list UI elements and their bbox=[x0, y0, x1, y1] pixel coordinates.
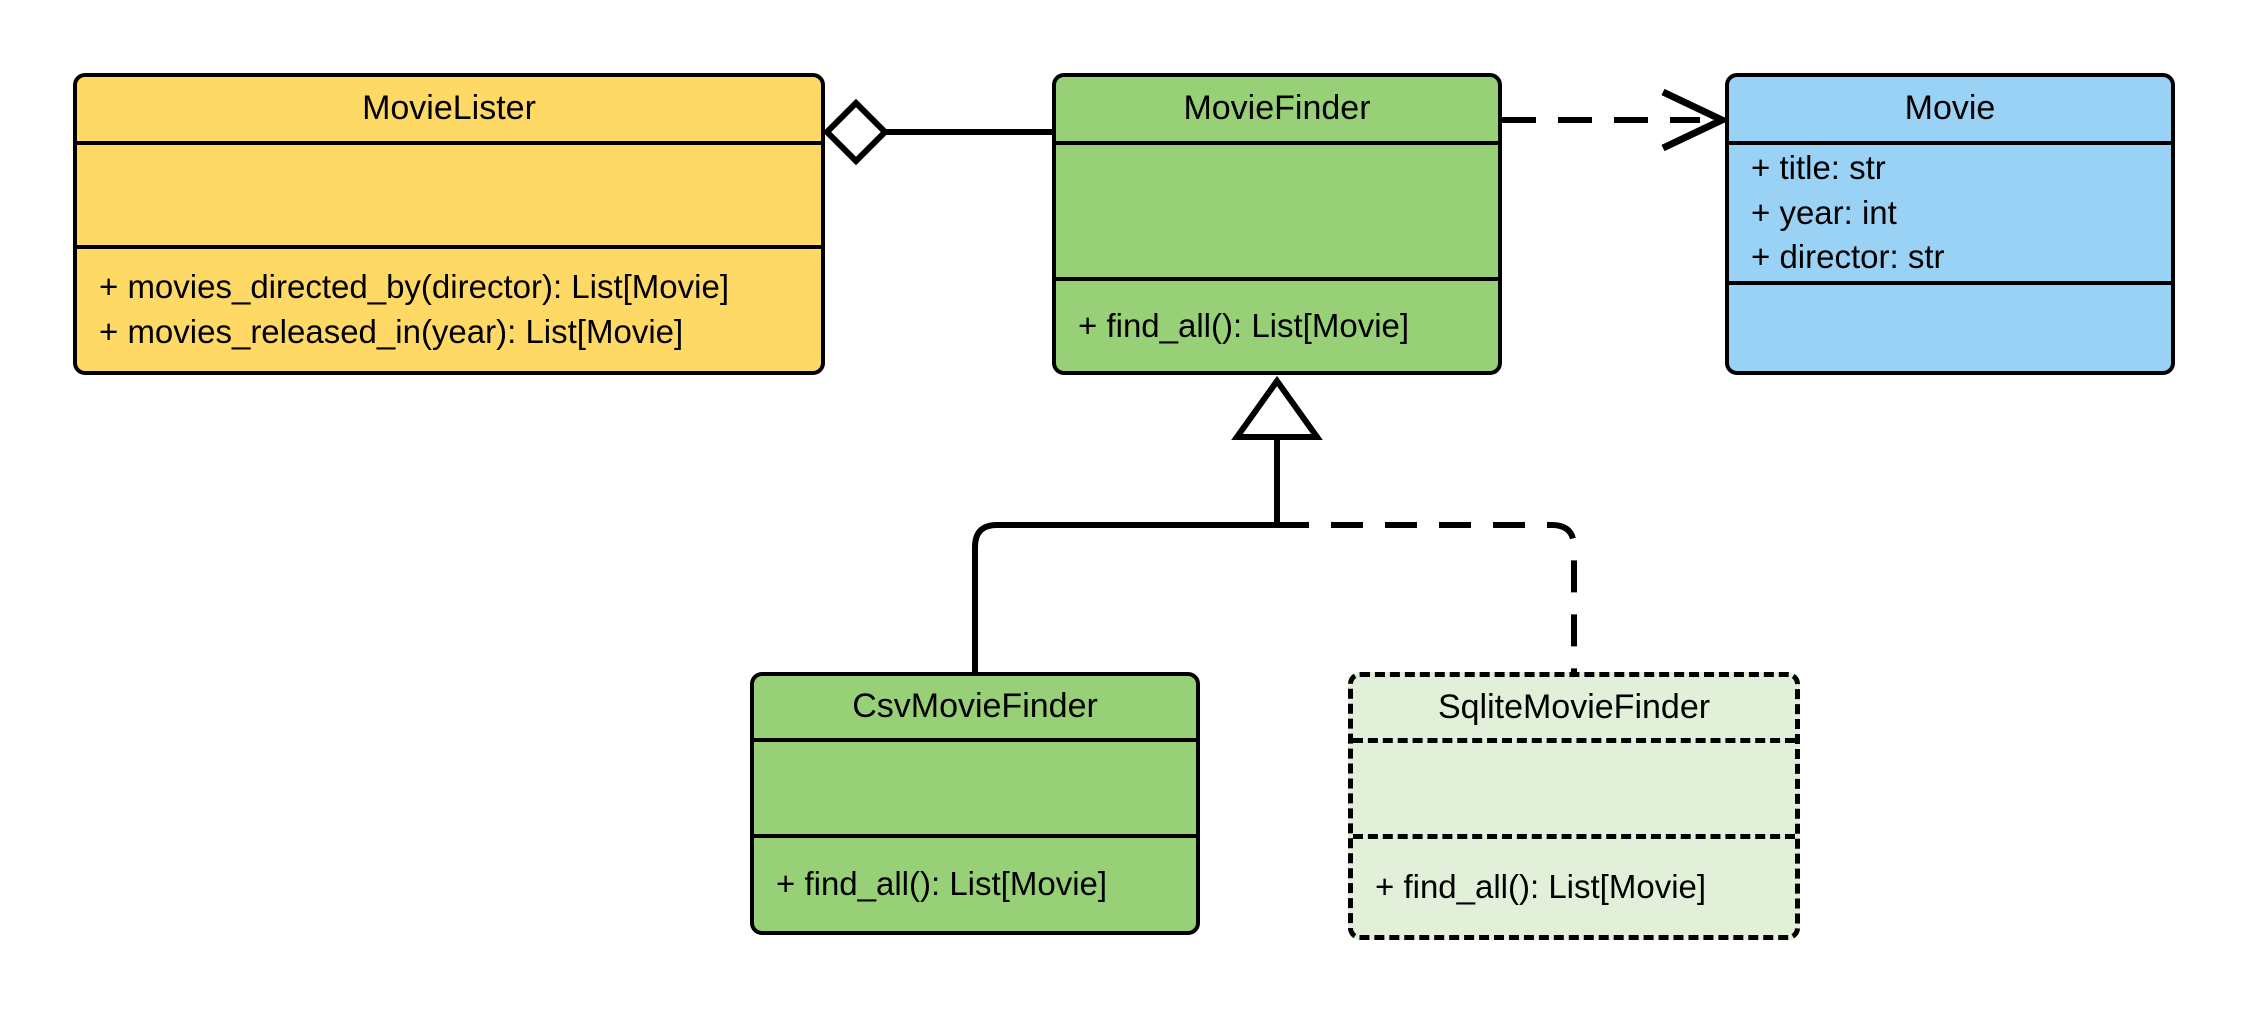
class-name-compartment: MovieLister bbox=[77, 77, 821, 145]
operation-item: + find_all(): List[Movie] bbox=[1375, 867, 1707, 905]
class-name-compartment: CsvMovieFinder bbox=[754, 676, 1196, 742]
attribute-item: + year: int bbox=[1751, 193, 1897, 231]
class-name-compartment: Movie bbox=[1729, 77, 2171, 145]
class-box-moviefinder[interactable]: MovieFinder + find_all(): List[Movie] bbox=[1052, 73, 1502, 375]
operation-item: + movies_directed_by(director): List[Mov… bbox=[99, 268, 729, 306]
class-name-label: MovieLister bbox=[362, 89, 536, 128]
class-name-label: MovieFinder bbox=[1183, 89, 1371, 128]
operation-item: + find_all(): List[Movie] bbox=[776, 865, 1108, 903]
class-name-label: CsvMovieFinder bbox=[852, 687, 1098, 726]
class-box-sqlitemoviefinder[interactable]: SqliteMovieFinder + find_all(): List[Mov… bbox=[1348, 672, 1800, 940]
class-box-movie[interactable]: Movie + title: str + year: int + directo… bbox=[1725, 73, 2175, 375]
generalization-edge-csvmoviefinder bbox=[972, 522, 1277, 672]
aggregation-edge-movielister-moviefinder bbox=[822, 98, 1052, 166]
dependency-edge-moviefinder-movie bbox=[1502, 88, 1731, 152]
class-operations-compartment: + movies_directed_by(director): List[Mov… bbox=[77, 249, 821, 371]
attribute-item: + title: str bbox=[1751, 149, 1886, 187]
class-operations-compartment: + find_all(): List[Movie] bbox=[1353, 839, 1795, 935]
class-operations-compartment: + find_all(): List[Movie] bbox=[754, 838, 1196, 931]
class-box-csvmoviefinder[interactable]: CsvMovieFinder + find_all(): List[Movie] bbox=[750, 672, 1200, 935]
class-name-label: Movie bbox=[1904, 89, 1996, 128]
class-operations-compartment: + find_all(): List[Movie] bbox=[1056, 281, 1498, 371]
inheritance-stem-moviefinder bbox=[1231, 375, 1323, 525]
class-attributes-compartment bbox=[1056, 145, 1498, 281]
class-name-compartment: MovieFinder bbox=[1056, 77, 1498, 145]
class-attributes-compartment bbox=[754, 742, 1196, 838]
open-arrow-icon bbox=[1661, 88, 1731, 152]
operation-item: + movies_released_in(year): List[Movie] bbox=[99, 313, 684, 350]
operation-item: + find_all(): List[Movie] bbox=[1078, 306, 1410, 344]
class-attributes-compartment bbox=[1353, 743, 1795, 839]
realization-edge-sqlitemoviefinder bbox=[1277, 522, 1577, 672]
class-name-compartment: SqliteMovieFinder bbox=[1353, 677, 1795, 743]
class-attributes-compartment: + title: str + year: int + director: str bbox=[1729, 145, 2171, 285]
class-box-movielister[interactable]: MovieLister + movies_directed_by(directo… bbox=[73, 73, 825, 375]
hollow-triangle-icon bbox=[1231, 375, 1323, 440]
hollow-diamond-icon bbox=[822, 98, 890, 166]
class-name-label: SqliteMovieFinder bbox=[1437, 687, 1711, 726]
class-operations-compartment bbox=[1729, 285, 2171, 371]
attribute-item: + director: str bbox=[1751, 238, 1945, 276]
class-attributes-compartment bbox=[77, 145, 821, 249]
